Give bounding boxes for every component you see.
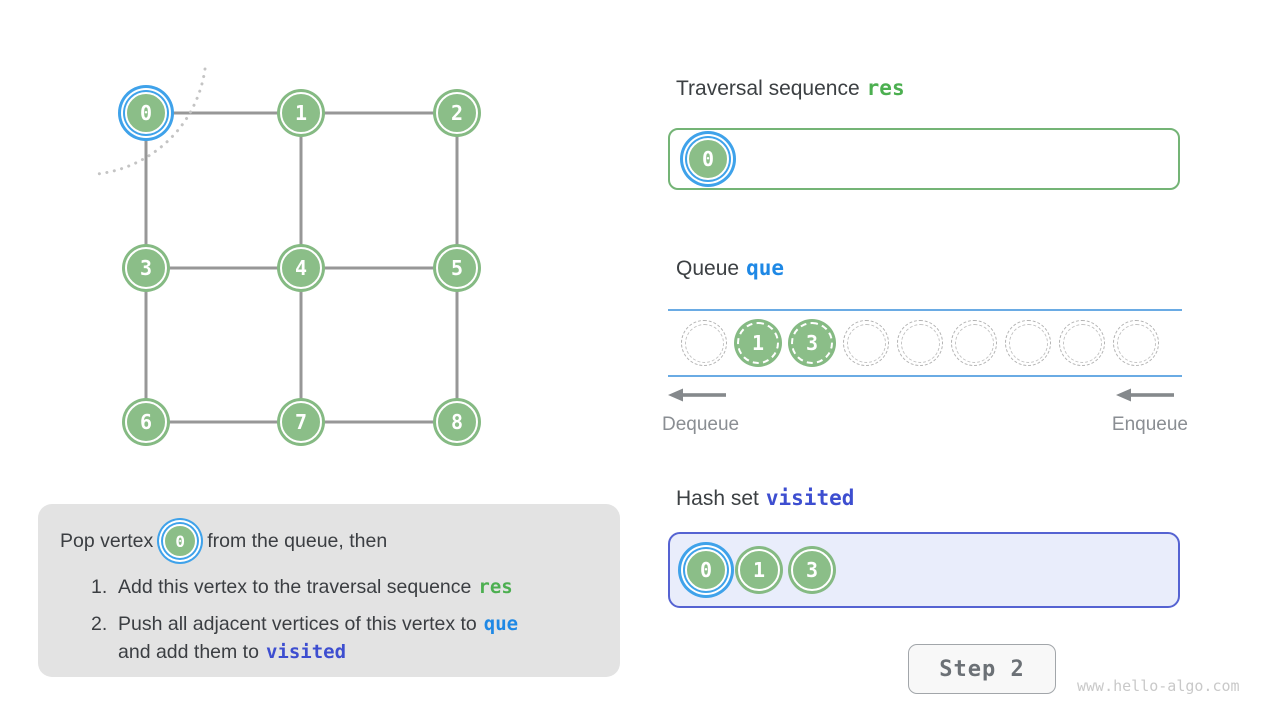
pop-prefix-text: Pop vertex — [60, 529, 154, 552]
queue-slot-4 — [897, 320, 943, 366]
visited-vertex-3: 3 — [791, 549, 833, 591]
que-keyword: que — [483, 613, 519, 635]
queue-title: Queue — [676, 257, 740, 280]
enqueue-arrow-icon — [1116, 388, 1174, 402]
enqueue-label: Enqueue — [1111, 414, 1188, 435]
watermark: www.hello-algo.com — [1077, 677, 1240, 695]
traversal-title: Traversal sequence — [676, 77, 860, 100]
step-1-text: Add this vertex to the traversal sequenc… — [118, 576, 472, 598]
graph-vertex-6: 6 — [125, 401, 167, 443]
description-steps: 1. Add this vertex to the traversal sequ… — [91, 573, 602, 666]
queue-direction-labels: Dequeue Enqueue — [662, 414, 1188, 436]
queue-slot-6 — [1005, 320, 1051, 366]
graph-vertex-2: 2 — [436, 92, 478, 134]
hash-set-title: Hash set — [676, 487, 759, 510]
description-step-1: 1. Add this vertex to the traversal sequ… — [91, 573, 602, 601]
graph-vertex-3: 3 — [125, 247, 167, 289]
queue-heading: Queue que — [676, 256, 784, 281]
queue-slot-7 — [1059, 320, 1105, 366]
empty-slot — [681, 320, 727, 366]
queue-slot-3 — [843, 320, 889, 366]
dequeue-label: Dequeue — [662, 414, 740, 435]
que-variable: que — [746, 256, 784, 280]
queue-slot-5 — [951, 320, 997, 366]
queue-vertex-3: 3 — [791, 322, 833, 364]
queue-direction-arrows — [668, 387, 1174, 403]
state-panels: Traversal sequence res 0 Queue que 1 3 Deq… — [662, 0, 1194, 720]
popped-vertex-badge: 0 — [163, 524, 198, 558]
queue-slot-2: 3 — [789, 320, 835, 366]
empty-slot — [1113, 320, 1159, 366]
step-button[interactable]: Step 2 — [908, 644, 1056, 694]
hash-set-heading: Hash set visited — [676, 486, 854, 511]
pop-suffix-text: from the queue, then — [207, 529, 388, 552]
empty-slot — [951, 320, 997, 366]
description-step-2: 2. Push all adjacent vertices of this ve… — [91, 610, 602, 666]
queue-strip: 1 3 — [668, 309, 1182, 377]
graph-panel: 0 1 2 3 4 5 6 7 8 — [0, 0, 540, 480]
graph-vertex-7: 7 — [280, 401, 322, 443]
step-2-number: 2. — [91, 613, 108, 635]
visited-vertex-1: 1 — [738, 549, 780, 591]
res-vertex-0: 0 — [687, 138, 729, 180]
empty-slot — [897, 320, 943, 366]
graph-vertex-4: 4 — [280, 247, 322, 289]
traversal-heading: Traversal sequence res — [676, 76, 905, 101]
res-variable: res — [866, 76, 905, 100]
empty-slot — [1005, 320, 1051, 366]
traversal-sequence-box: 0 — [668, 128, 1180, 190]
visited-keyword: visited — [265, 641, 347, 663]
step-1-number: 1. — [91, 576, 108, 598]
queue-slot-0 — [681, 320, 727, 366]
res-keyword: res — [478, 576, 513, 598]
queue-vertex-1: 1 — [737, 322, 779, 364]
step-2-text-a: Push all adjacent vertices of this verte… — [118, 613, 477, 635]
visited-variable: visited — [765, 486, 855, 510]
graph-vertex-0: 0 — [125, 92, 167, 134]
empty-slot — [843, 320, 889, 366]
empty-slot — [1059, 320, 1105, 366]
queue-slot-8 — [1113, 320, 1159, 366]
graph-vertex-8: 8 — [436, 401, 478, 443]
description-intro: Pop vertex 0 from the queue, then — [60, 517, 602, 565]
graph-vertex-1: 1 — [280, 92, 322, 134]
step-2-text-b: and add them to — [118, 641, 259, 663]
dequeue-arrow-icon — [668, 388, 726, 402]
visited-vertex-0: 0 — [685, 549, 727, 591]
description-box: Pop vertex 0 from the queue, then 1. Add… — [38, 504, 620, 677]
hash-set-box: 0 1 3 — [668, 532, 1180, 608]
queue-slot-1: 1 — [735, 320, 781, 366]
graph-vertex-5: 5 — [436, 247, 478, 289]
graph-edges — [95, 67, 459, 424]
